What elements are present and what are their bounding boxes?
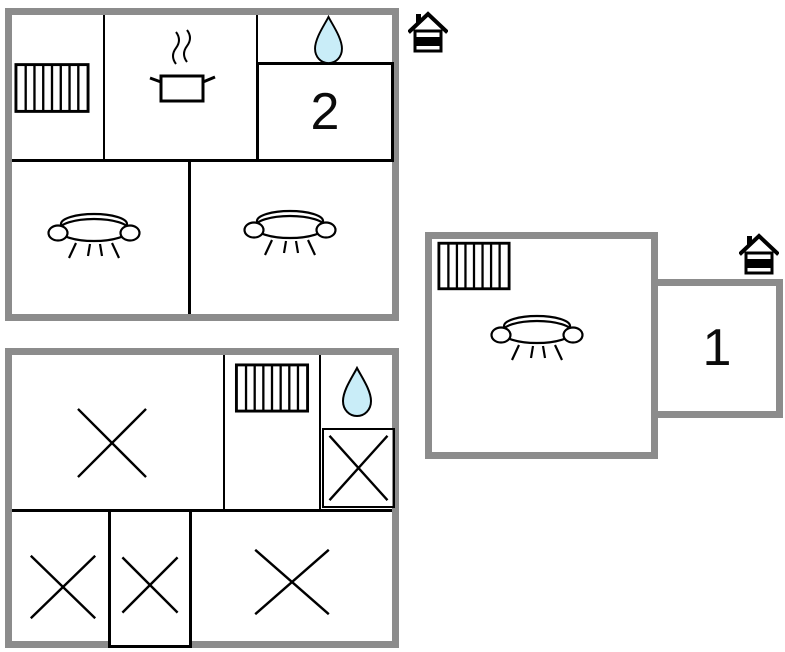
cross-icon xyxy=(75,406,149,480)
sofa-icon xyxy=(489,310,585,366)
radiator-icon xyxy=(233,363,311,413)
entrance-house-icon xyxy=(739,232,779,276)
radiator-icon xyxy=(14,62,90,114)
room-1-label: 1 xyxy=(702,319,732,377)
room-2-label: 2 xyxy=(310,83,340,141)
cross-icon xyxy=(327,433,390,503)
sofa-icon xyxy=(46,208,142,264)
cross-icon xyxy=(252,547,332,617)
cross-icon xyxy=(120,555,180,615)
entrance-house-icon xyxy=(408,10,448,54)
plan-b-middle-room xyxy=(108,512,192,648)
plan-b-exterior-wall xyxy=(5,348,399,648)
water-drop-icon xyxy=(311,15,346,65)
plan-b-interior-wall-vertical-right xyxy=(319,355,321,512)
plan-c-room-1-exterior-wall xyxy=(651,279,783,418)
plan-a-interior-wall-horizontal xyxy=(12,159,392,162)
cross-icon xyxy=(28,553,98,621)
water-drop-icon xyxy=(339,366,375,418)
crossed-box-icon xyxy=(322,428,395,508)
plan-a-interior-wall-vertical xyxy=(188,162,191,314)
stove-icon xyxy=(146,26,218,114)
plan-b-interior-wall-horizontal xyxy=(12,509,392,512)
radiator-icon xyxy=(437,240,511,292)
sofa-icon xyxy=(242,205,338,261)
plan-b-interior-wall-vertical-left xyxy=(223,355,225,512)
